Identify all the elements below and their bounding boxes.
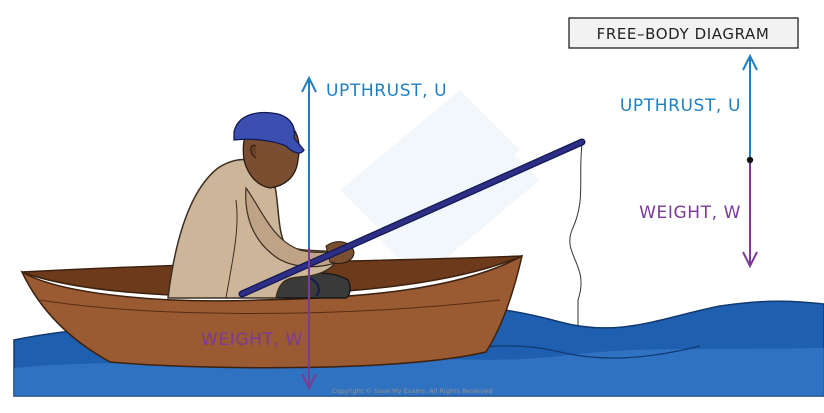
boat-upthrust-arrow xyxy=(301,75,317,248)
fbd-title: FREE–BODY DIAGRAM xyxy=(597,25,770,43)
fbd-weight-label: WEIGHT, W xyxy=(639,203,741,223)
boat-weight-arrow xyxy=(301,248,317,391)
watermark-logo xyxy=(340,90,540,280)
free-body-diagram: FREE–BODY DIAGRAM UPTHRUST, U WEIGHT, W xyxy=(568,17,799,269)
fbd-title-box xyxy=(568,17,799,49)
fbd-point xyxy=(746,156,754,164)
boat-upthrust-label: UPTHRUST, U xyxy=(326,81,447,101)
fishing-rod xyxy=(238,138,586,298)
fbd-upthrust-label: UPTHRUST, U xyxy=(620,96,741,116)
fisherman xyxy=(167,111,355,299)
fishing-line xyxy=(569,143,583,330)
boat-weight-label: WEIGHT, W xyxy=(201,330,303,350)
copyright-notice: Copyright © Save My Exams. All Rights Re… xyxy=(332,387,493,395)
